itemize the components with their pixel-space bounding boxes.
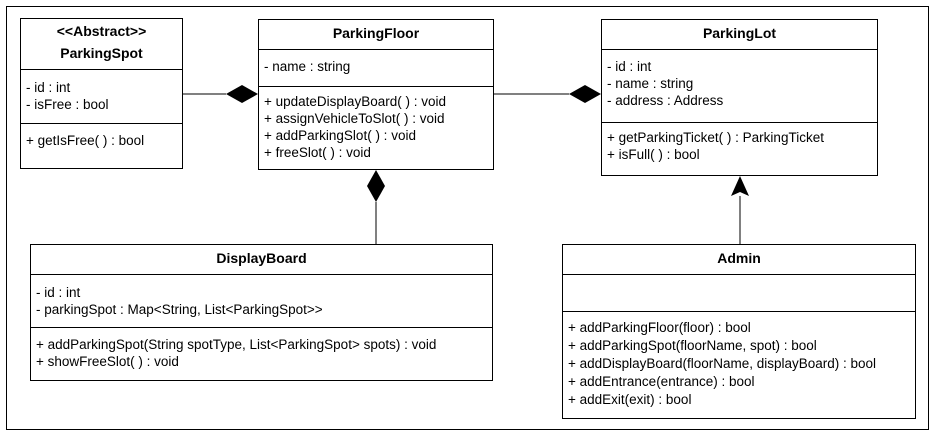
method-row: + isFull( ) : bool (607, 147, 700, 162)
method-row: + getParkingTicket( ) : ParkingTicket (607, 130, 824, 145)
attribute-row: - name : string (264, 59, 351, 74)
attribute-row: - id : int (607, 59, 652, 74)
method-row: + showFreeSlot( ) : void (36, 354, 179, 369)
class-name: ParkingSpot (60, 45, 143, 61)
method-row: + getIsFree( ) : bool (26, 133, 145, 148)
class-name: Admin (563, 245, 915, 275)
method-row: + updateDisplayBoard( ) : void (264, 94, 446, 109)
method-row: + addEntrance(entrance) : bool (568, 374, 755, 389)
method-row: + freeSlot( ) : void (264, 145, 371, 160)
attributes-section: - id : int - parkingSpot : Map<String, L… (31, 275, 492, 327)
attribute-row: - id : int (26, 80, 71, 95)
attributes-section (563, 275, 915, 311)
attribute-row: - name : string (607, 76, 694, 91)
methods-section: + getIsFree( ) : bool (21, 123, 182, 153)
stereotype-label: <<Abstract>> (56, 23, 147, 39)
attributes-section: - name : string (259, 50, 493, 86)
method-row: + addParkingSpot(floorName, spot) : bool (568, 338, 817, 353)
composition-diamond-lot (569, 85, 601, 103)
method-row: + assignVehicleToSlot( ) : void (264, 111, 445, 126)
class-name: DisplayBoard (31, 245, 492, 275)
method-row: + addParkingSlot( ) : void (264, 128, 416, 143)
methods-section: + addParkingFloor(floor) : bool + addPar… (563, 311, 915, 413)
methods-section: + updateDisplayBoard( ) : void + assignV… (259, 86, 493, 165)
composition-diamond-floor-bottom (367, 170, 385, 202)
methods-section: + getParkingTicket( ) : ParkingTicket + … (602, 122, 877, 167)
methods-section: + addParkingSpot(String spotType, List<P… (31, 327, 492, 374)
method-row: + addParkingSpot(String spotType, List<P… (36, 337, 437, 352)
class-parking-spot[interactable]: <<Abstract>> ParkingSpot - id : int - is… (20, 18, 183, 169)
attributes-section: - id : int - isFree : bool (21, 70, 182, 123)
class-display-board[interactable]: DisplayBoard - id : int - parkingSpot : … (30, 244, 493, 381)
attribute-row: - isFree : bool (26, 97, 109, 112)
class-parking-lot[interactable]: ParkingLot - id : int - name : string - … (601, 19, 878, 176)
class-parking-floor[interactable]: ParkingFloor - name : string + updateDis… (258, 19, 494, 170)
composition-diamond-floor-left (226, 85, 258, 103)
attributes-section: - id : int - name : string - address : A… (602, 50, 877, 122)
class-name: ParkingLot (602, 20, 877, 50)
diagram-frame (6, 6, 929, 430)
class-header: <<Abstract>> ParkingSpot (21, 19, 182, 70)
class-name: ParkingFloor (259, 20, 493, 50)
class-admin[interactable]: Admin + addParkingFloor(floor) : bool + … (562, 244, 916, 419)
arrowhead-lot (731, 176, 749, 196)
attribute-row: - id : int (36, 285, 81, 300)
attribute-row: - parkingSpot : Map<String, List<Parking… (36, 302, 323, 317)
method-row: + addDisplayBoard(floorName, displayBoar… (568, 356, 877, 371)
method-row: + addExit(exit) : bool (568, 392, 692, 407)
attribute-row: - address : Address (607, 93, 724, 108)
method-row: + addParkingFloor(floor) : bool (568, 320, 751, 335)
